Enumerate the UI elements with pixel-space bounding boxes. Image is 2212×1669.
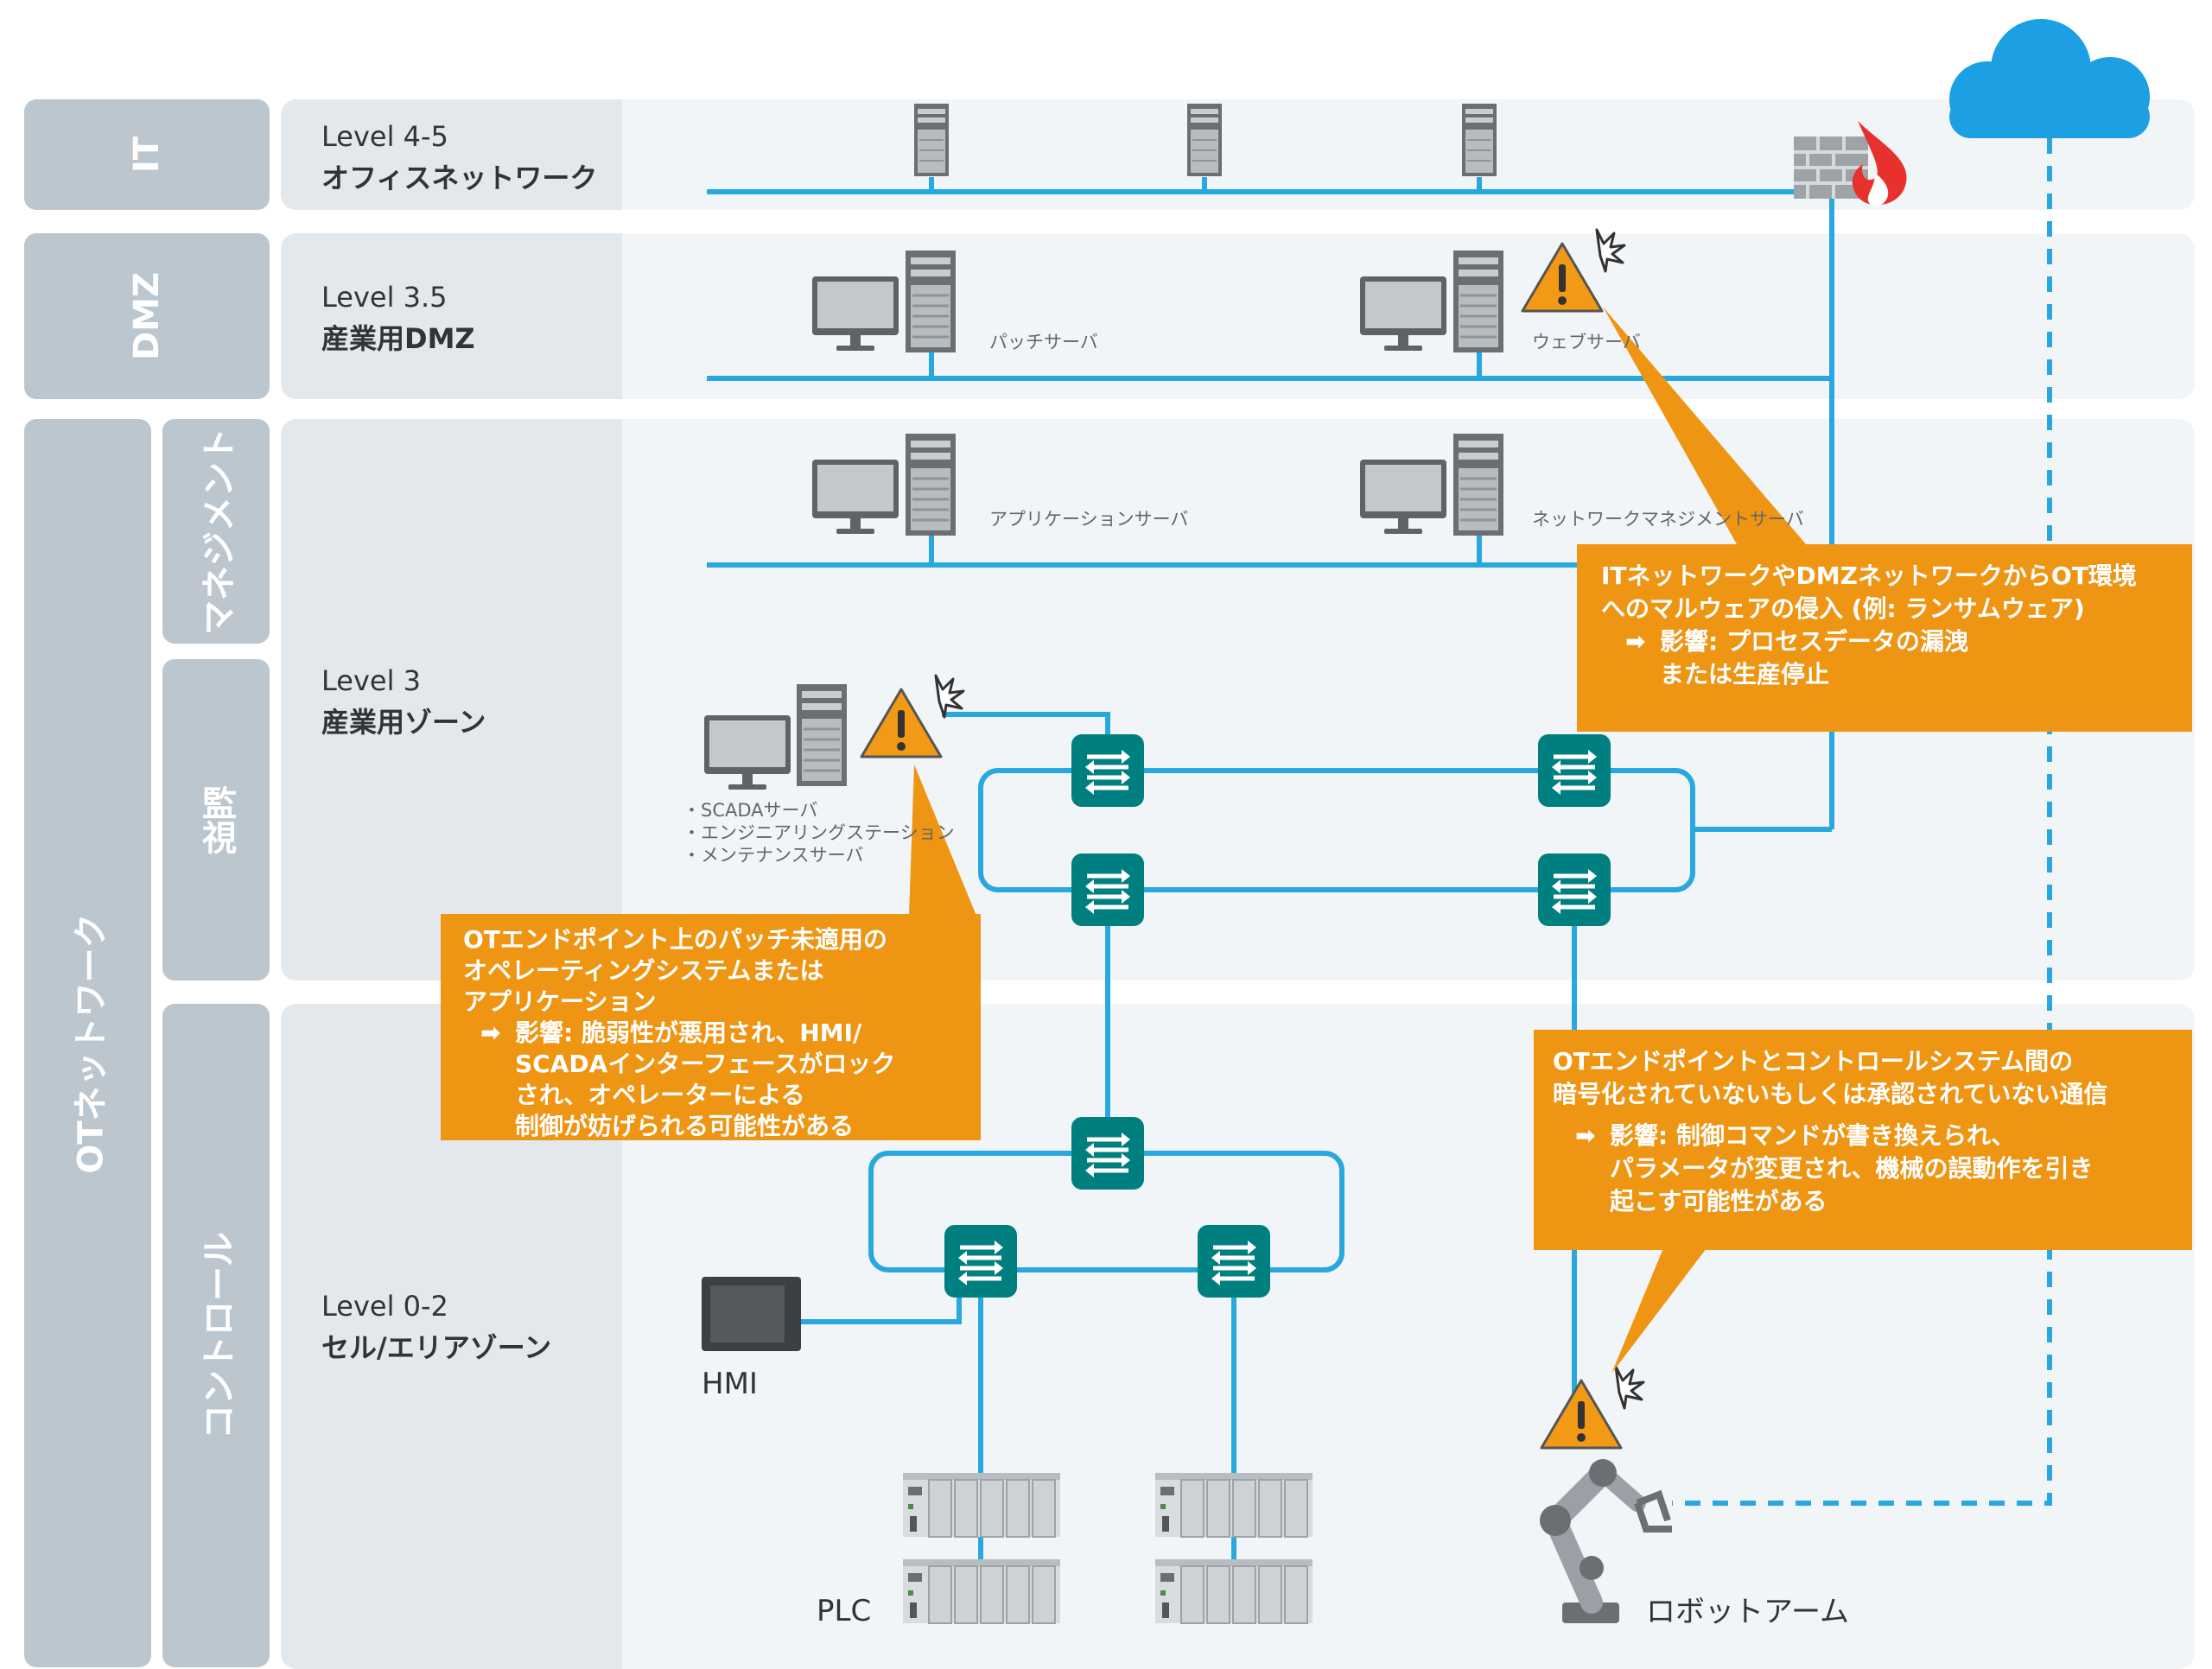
- callout-title-line: アプリケーション: [463, 987, 657, 1016]
- level-0-2-label: Level 0-2 セル/エリアゾーン: [321, 1285, 551, 1368]
- zone-level3-label-area: [281, 419, 622, 980]
- callout-impact-line: され、オペレーターによる: [515, 1081, 805, 1109]
- level-4-5-subtitle: オフィスネットワーク: [321, 162, 598, 194]
- callout-unpatched-endpoint: OTエンドポイント上のパッチ未適用の オペレーティングシステムまたは アプリケー…: [441, 914, 981, 1140]
- level-4-5-label: Level 4-5 オフィスネットワーク: [321, 116, 597, 199]
- tab-monitoring: 監視: [162, 659, 270, 980]
- callout-impact-line: または生産停止: [1660, 660, 1830, 689]
- it-server-2-icon: [1186, 103, 1223, 177]
- arrow-right-icon: ➡: [480, 1019, 501, 1047]
- web-server-warning-icon: [1521, 228, 1626, 313]
- switch-l02-top-icon: [1071, 1117, 1144, 1190]
- scada-list-item: ・メンテナンスサーバ: [683, 845, 864, 866]
- callout-impact-line: 制御が妨げられる可能性がある: [515, 1112, 855, 1140]
- web-server-monitor-icon: [1360, 276, 1446, 351]
- tab-management: マネジメント: [162, 419, 270, 644]
- callout-impact-line: SCADAインターフェースがロック: [515, 1050, 896, 1078]
- cloud-dashed-link: [1672, 138, 2052, 1506]
- callout-it-dmz-malware: ITネットワークやDMZネットワークからOT環境 へのマルウェアの侵入 (例: …: [1577, 544, 2192, 732]
- switch-l02-right-icon: [1198, 1225, 1270, 1298]
- level-3-label: Level 3 産業用ゾーン: [321, 660, 486, 743]
- robot-arm-icon: [1540, 1459, 1672, 1623]
- patch-server-monitor-icon: [812, 276, 899, 351]
- arrow-right-icon: ➡: [1625, 627, 1646, 656]
- robot-warning-icon: [1540, 1365, 1645, 1450]
- nms-server-label: ネットワークマネジメントサーバ: [1532, 509, 1804, 530]
- callout-title-line: ITネットワークやDMZネットワークからOT環境: [1601, 562, 2137, 590]
- callout-impact-line: パラメータが変更され、機械の誤動作を引き: [1610, 1154, 2094, 1183]
- callout-endpoint-pointer: [909, 765, 976, 916]
- hmi-label: HMI: [702, 1367, 758, 1401]
- level-0-2-title: Level 0-2: [321, 1290, 448, 1323]
- patch-server-tower-icon: [904, 249, 957, 354]
- plc-label: PLC: [817, 1594, 872, 1628]
- it-server-3-icon: [1461, 103, 1497, 177]
- plc-1-top-icon: [902, 1472, 1061, 1538]
- callout-title-line: OTエンドポイント上のパッチ未適用の: [463, 925, 887, 954]
- plc-2-top-icon: [1154, 1472, 1313, 1538]
- switch-l3-top-right-icon: [1538, 734, 1611, 807]
- tab-dmz: DMZ: [24, 233, 270, 399]
- level-0-2-subtitle: セル/エリアゾーン: [321, 1331, 552, 1364]
- tab-control: コントロール: [162, 1004, 270, 1667]
- scada-list: ・SCADAサーバ ・エンジニアリングステーション ・メンテナンスサーバ: [683, 799, 955, 866]
- callout-title-line: へのマルウェアの侵入 (例: ランサムウェア): [1601, 594, 2085, 623]
- app-server-label: アプリケーションサーバ: [989, 509, 1189, 530]
- cloud-icon: [1949, 19, 2150, 138]
- scada-list-item: ・エンジニアリングステーション: [683, 822, 955, 843]
- tab-ot-network: OTネットワーク: [24, 419, 151, 1667]
- level-3-subtitle: 産業用ゾーン: [321, 706, 486, 739]
- app-server-monitor-icon: [812, 460, 899, 534]
- level-3-5-subtitle: 産業用DMZ: [321, 322, 475, 355]
- callout-title-line: 暗号化されていないもしくは承認されていない通信: [1553, 1080, 2108, 1108]
- callout-it-dmz-pointer: [1603, 307, 1806, 544]
- nms-server-monitor-icon: [1360, 460, 1446, 534]
- callout-impact-line: 影響: プロセスデータの漏洩: [1660, 627, 1968, 656]
- scada-tower-icon: [795, 682, 849, 788]
- scada-list-item: ・SCADAサーバ: [683, 800, 818, 821]
- patch-server-label: パッチサーバ: [989, 332, 1098, 352]
- switch-l3-bottom-left-icon: [1071, 854, 1144, 926]
- app-server-tower-icon: [904, 432, 957, 537]
- nms-server-tower-icon: [1452, 432, 1505, 537]
- plc-2-bottom-icon: [1154, 1558, 1313, 1624]
- switch-l3-top-left-icon: [1071, 734, 1144, 807]
- web-server-tower-icon: [1452, 249, 1505, 354]
- callout-comm-pointer: [1611, 1248, 1707, 1374]
- scada-monitor-icon: [704, 715, 791, 790]
- callout-unencrypted-comm: OTエンドポイントとコントロールシステム間の 暗号化されていないもしくは承認され…: [1534, 1030, 2192, 1250]
- switch-l3-bottom-right-icon: [1538, 854, 1611, 926]
- zone-dmz-label-area: [281, 233, 622, 399]
- level-3-title: Level 3: [321, 664, 421, 697]
- callout-impact-line: 起こす可能性がある: [1610, 1187, 1827, 1215]
- level-3-5-title: Level 3.5: [321, 281, 448, 314]
- tab-it: IT: [24, 99, 270, 210]
- callout-impact-line: 影響: 脆弱性が悪用され、HMI/: [515, 1019, 862, 1047]
- hmi-icon: [702, 1277, 801, 1351]
- callout-title-line: オペレーティングシステムまたは: [463, 956, 824, 985]
- callout-title-line: OTエンドポイントとコントロールシステム間の: [1553, 1047, 2074, 1076]
- plc-1-bottom-icon: [902, 1558, 1061, 1624]
- robot-arm-label: ロボットアーム: [1646, 1595, 1849, 1629]
- level-4-5-title: Level 4-5: [321, 120, 448, 153]
- firewall-icon: [1794, 121, 1907, 206]
- web-server-label: ウェブサーバ: [1532, 332, 1641, 352]
- zone-it-label-area: [281, 99, 622, 210]
- arrow-right-icon: ➡: [1575, 1121, 1596, 1150]
- callout-impact-line: 影響: 制御コマンドが書き換えられ、: [1610, 1121, 2016, 1150]
- switch-l02-left-icon: [944, 1225, 1017, 1298]
- it-server-1-icon: [913, 103, 950, 177]
- level-3-5-label: Level 3.5 産業用DMZ: [321, 276, 475, 359]
